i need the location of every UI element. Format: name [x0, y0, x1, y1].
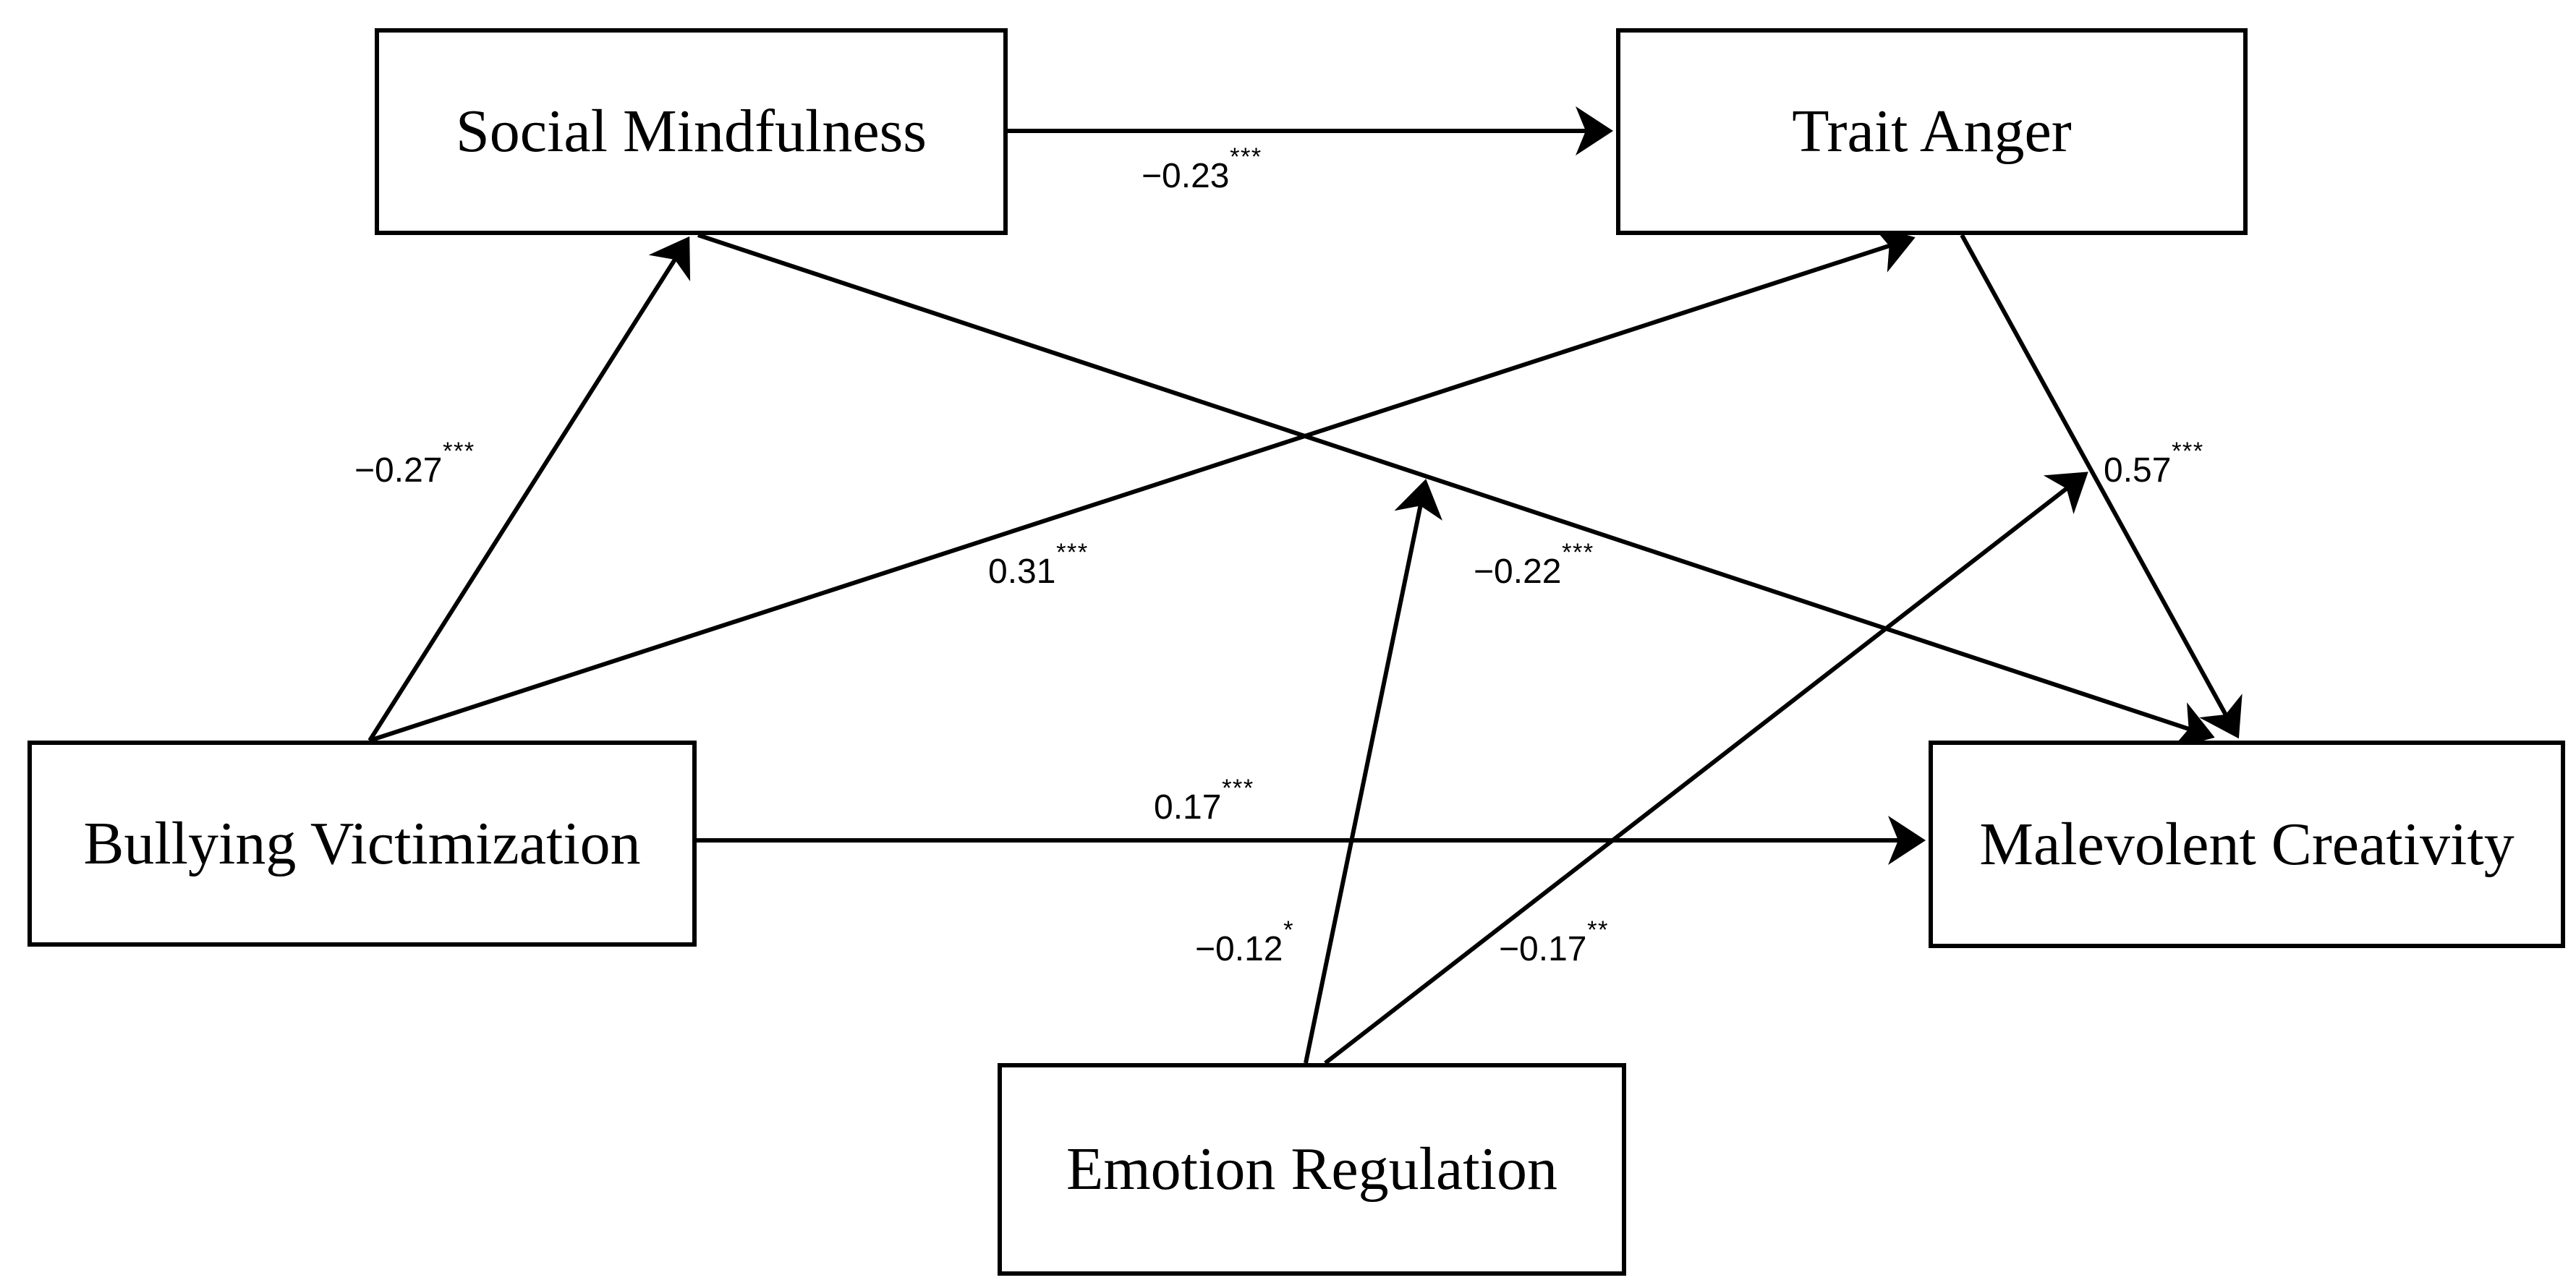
coefficient-label-er-moderation-ta-mc: −0.17**: [1499, 917, 1608, 968]
node-malevolent-creativity-label: Malevolent Creativity: [1979, 810, 2515, 878]
significance-stars: **: [1587, 916, 1609, 944]
coefficient-value: −0.12: [1195, 930, 1283, 968]
coefficient-label-sm-mc: −0.22***: [1474, 539, 1594, 591]
coefficient-value: 0.57: [2104, 451, 2172, 490]
path-arrow-bv-to-sm: [367, 236, 691, 742]
coefficient-label-bv-sm: −0.27***: [354, 438, 475, 490]
node-trait-anger-label: Trait Anger: [1792, 98, 2072, 165]
node-malevolent-creativity: Malevolent Creativity: [1929, 741, 2565, 948]
significance-stars: ***: [1562, 538, 1594, 566]
coefficient-label-sm-ta: −0.23***: [1142, 144, 1262, 195]
node-social-mindfulness-label: Social Mindfulness: [456, 98, 927, 165]
coefficient-label-ta-mc: 0.57***: [2104, 438, 2203, 490]
coefficient-value: −0.22: [1474, 553, 1562, 591]
significance-stars: *: [1283, 916, 1294, 944]
path-arrow-bv-to-ta: [369, 225, 1916, 743]
coefficient-value: 0.31: [988, 553, 1056, 591]
coefficient-value: −0.27: [354, 451, 443, 490]
node-bullying-victimization: Bullying Victimization: [27, 741, 697, 947]
path-arrow-sm-to-mc: [697, 233, 2215, 749]
significance-stars: ***: [1222, 774, 1254, 802]
coefficient-value: −0.17: [1499, 930, 1587, 968]
significance-stars: ***: [1230, 142, 1262, 171]
coefficient-label-er-moderation-sm-mc: −0.12*: [1195, 917, 1293, 968]
moderation-arrow-er-on-ta-mc-path: [1324, 472, 2088, 1065]
node-bullying-victimization-label: Bullying Victimization: [83, 809, 641, 877]
node-social-mindfulness: Social Mindfulness: [375, 28, 1008, 235]
moderation-arrow-er-on-sm-mc-path: [1304, 479, 1443, 1064]
node-trait-anger: Trait Anger: [1616, 28, 2248, 235]
path-arrow-ta-to-mc: [1960, 234, 2243, 739]
significance-stars: ***: [2172, 437, 2204, 465]
coefficient-label-bv-mc: 0.17***: [1154, 775, 1254, 827]
coefficient-value: 0.17: [1154, 788, 1222, 827]
coefficient-value: −0.23: [1142, 157, 1230, 195]
significance-stars: ***: [443, 437, 475, 465]
significance-stars: ***: [1056, 538, 1089, 566]
node-emotion-regulation-label: Emotion Regulation: [1066, 1135, 1557, 1203]
node-emotion-regulation: Emotion Regulation: [998, 1063, 1626, 1276]
coefficient-label-bv-ta: 0.31***: [988, 539, 1088, 591]
